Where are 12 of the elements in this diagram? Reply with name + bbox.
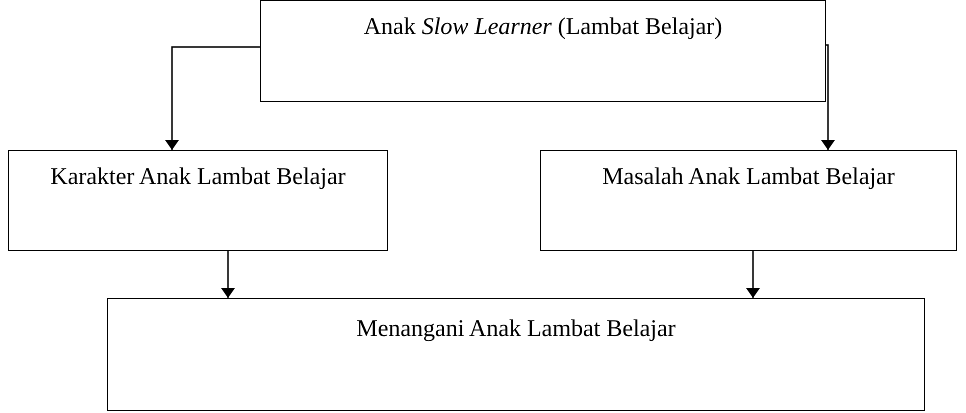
box-label: Masalah Anak Lambat Belajar xyxy=(601,163,896,192)
process-box xyxy=(8,150,388,251)
process-box xyxy=(540,150,957,251)
arrow xyxy=(821,44,835,150)
arrow xyxy=(746,251,760,298)
arrow xyxy=(165,46,260,150)
process-box xyxy=(260,0,826,102)
box-label: Karakter Anak Lambat Belajar xyxy=(49,163,347,192)
process-box xyxy=(107,298,925,411)
arrow xyxy=(221,251,235,298)
box-label: Menangani Anak Lambat Belajar xyxy=(355,315,677,344)
box-label: Anak Slow Learner (Lambat Belajar) xyxy=(362,13,724,42)
